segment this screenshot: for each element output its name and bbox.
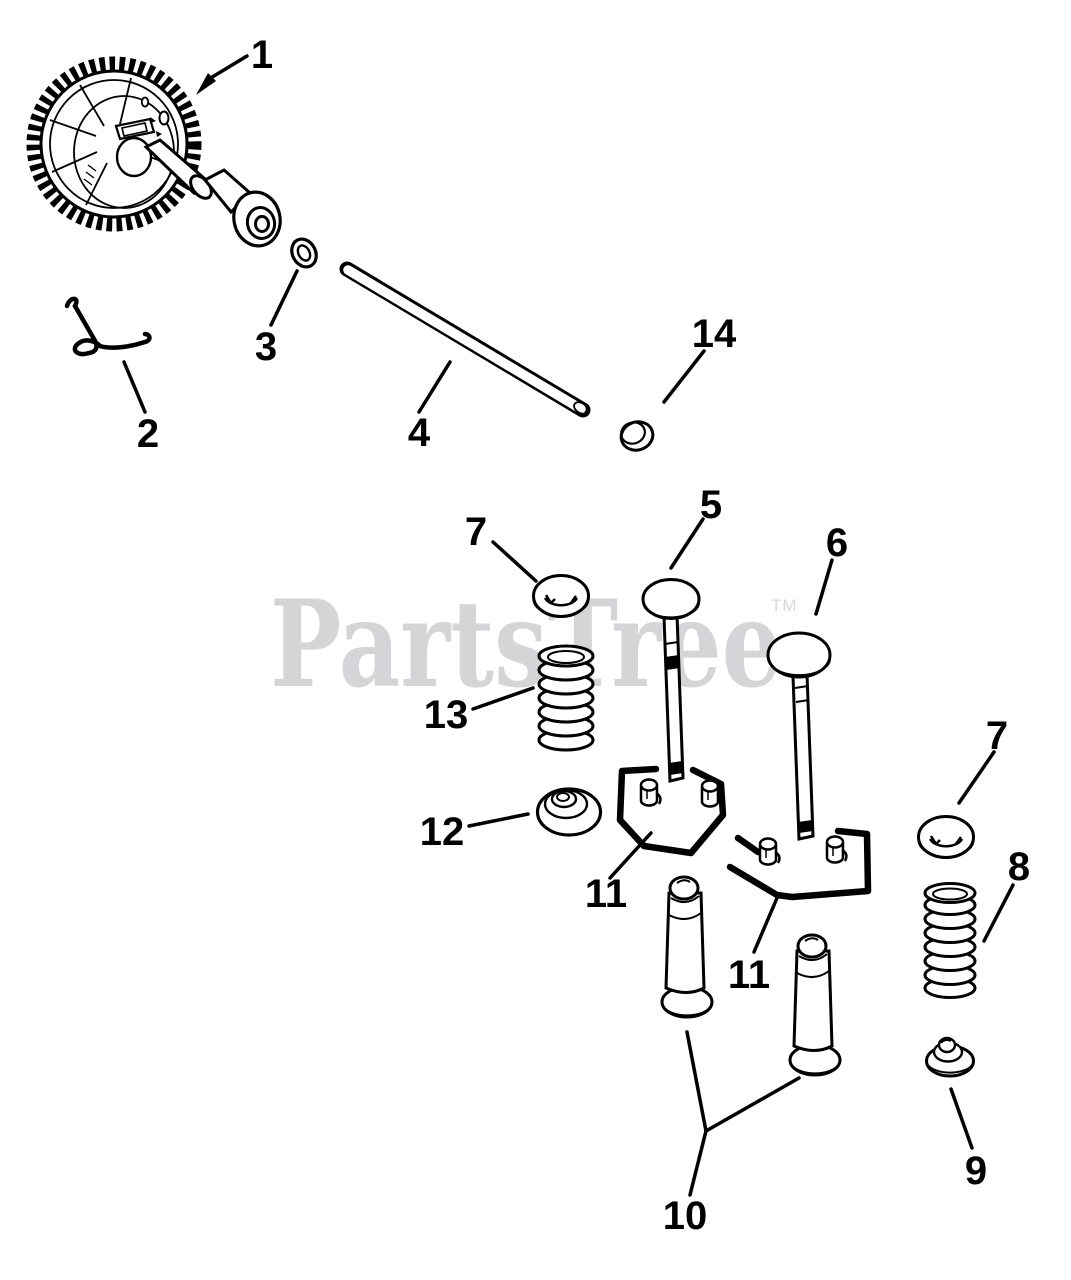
valve-keepers-left [616,765,727,857]
camshaft-assembly [26,56,282,248]
spring-cap-right [917,815,975,859]
callout-2: 2 [137,412,159,456]
washer [290,237,318,269]
callout-11-left: 11 [585,872,627,916]
callout-7-right: 7 [986,714,1008,758]
callout-13: 13 [424,693,469,737]
callout-10: 10 [663,1194,708,1238]
spring-retainer-right [925,1036,975,1078]
tappet-right [788,933,842,1077]
callout-8: 8 [1008,845,1030,889]
callout-6: 6 [826,521,848,565]
push-rod [339,261,591,418]
valve-right [766,631,832,841]
callout-12: 12 [420,810,465,854]
valve-spring-right [923,882,977,999]
callout-9: 9 [965,1149,987,1193]
callout-labels: 1 2 3 4 5 6 7 7 8 9 10 11 11 12 13 14 [137,33,1030,1238]
valve-left [641,578,701,783]
valve-keepers-right [726,827,872,901]
leader-lines [122,54,1015,1197]
callout-7-left: 7 [465,510,487,554]
spring-cap-left [532,574,590,618]
spring-retainer-left [535,787,603,837]
callout-1: 1 [251,33,273,77]
callout-3: 3 [255,325,277,369]
callout-11-right: 11 [728,953,770,997]
valve-spring-left [537,644,595,752]
callout-14: 14 [692,312,737,356]
push-rod-cap [619,420,655,452]
callout-4: 4 [408,411,431,455]
tappet-left [660,875,714,1019]
watermark-logo-text: PartsTree [270,574,782,715]
retaining-clip [64,296,152,357]
watermark-tm-mark: TM [771,596,798,615]
callout-5: 5 [700,483,722,527]
leader-arrowhead [196,73,216,95]
